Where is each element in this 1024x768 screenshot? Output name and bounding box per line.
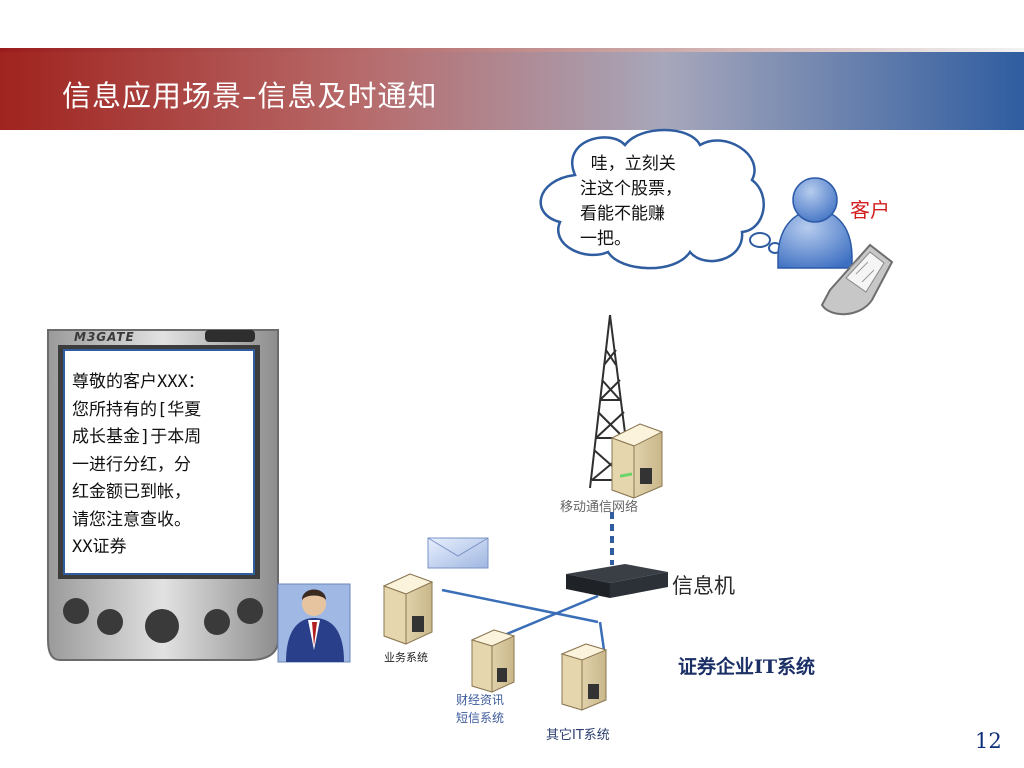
slide-title: 信息应用场景–信息及时通知 [62,79,438,113]
message-machine-icon [566,472,668,598]
pda-message-text: 尊敬的客户XXX： 您所持有的[华夏 成长基金]于本周 一进行分红，分 红金额已… [72,372,205,557]
finance-sms-label: 财经资讯 短信系统 [456,693,505,725]
finance-sms-server-icon [470,629,516,693]
customer-person-icon [777,177,853,269]
message-machine-label: 信息机 [672,574,735,598]
mobile-network-server-icon [610,423,664,499]
system-links [441,588,606,651]
businessman-picture [277,583,351,663]
customer-label: 客户 [850,198,890,222]
business-system-server-icon [382,573,434,645]
envelope-icon [427,537,489,569]
other-it-server-icon [560,643,608,711]
header-rule [0,48,1024,52]
it-system-label: 证券企业IT系统 [678,656,816,678]
mobile-phone-icon [820,243,894,316]
thought-cloud [539,128,782,270]
page-number: 12 [975,729,1002,753]
other-it-label: 其它IT系统 [546,728,610,743]
business-system-label: 业务系统 [384,651,428,664]
customer-thought-text: 哇，立刻关 注这个股票， 看能不能赚 一把。 [580,154,682,249]
pda-buttons [63,598,263,643]
pda-device [47,329,279,661]
title-bar [0,52,1024,130]
pda-brand: M3GATE [74,330,135,344]
mobile-network-label: 移动通信网络 [560,500,639,515]
